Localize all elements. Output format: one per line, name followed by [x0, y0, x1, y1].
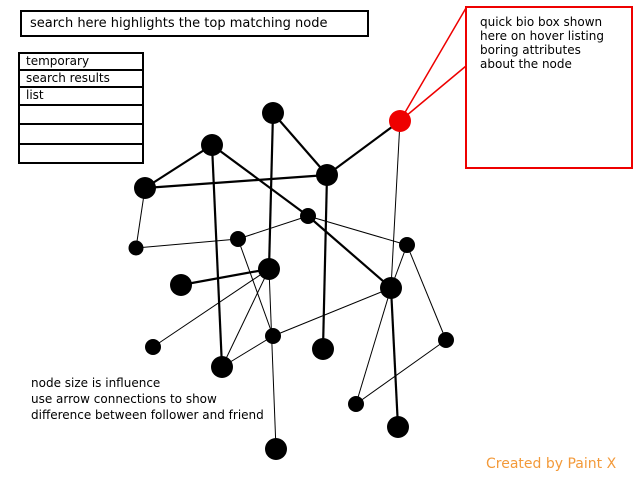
search-results-list[interactable]: temporary search results list [18, 52, 144, 164]
bio-box: quick bio box shown here on hover listin… [465, 6, 633, 169]
graph-node[interactable] [211, 356, 233, 378]
list-item-label: temporary [26, 54, 90, 68]
list-item[interactable]: search results [20, 71, 142, 88]
list-item[interactable]: list [20, 88, 142, 106]
graph-node[interactable] [265, 328, 281, 344]
callout-line [399, 7, 467, 122]
search-input-label: search here highlights the top matching … [30, 16, 328, 31]
graph-edge [272, 287, 392, 337]
graph-node[interactable] [300, 208, 316, 224]
list-item-label: search results [26, 71, 110, 85]
graph-node[interactable] [387, 416, 409, 438]
graph-node[interactable] [262, 102, 284, 124]
graph-edge [237, 238, 274, 337]
graph-edge [326, 120, 401, 176]
graph-edge [144, 144, 213, 189]
graph-node[interactable] [399, 237, 415, 253]
graph-node[interactable] [134, 177, 156, 199]
graph-edge [135, 238, 239, 249]
graph-edge [211, 144, 309, 217]
credit-text: Created by Paint X [486, 456, 617, 472]
list-item[interactable] [20, 125, 142, 145]
graph-edge [307, 215, 392, 289]
note-line: node size is influence [31, 376, 161, 390]
graph-node[interactable] [348, 396, 364, 412]
bio-line: quick bio box shown [480, 15, 603, 29]
graph-edge [355, 339, 447, 405]
bio-line: about the node [480, 57, 572, 71]
note-line: use arrow connections to show [31, 392, 217, 406]
thick-edges [144, 112, 401, 428]
highlighted-node[interactable] [389, 110, 411, 132]
callout-line [399, 65, 467, 122]
graph-node[interactable] [145, 339, 161, 355]
graph-edge [152, 268, 270, 348]
graph-node[interactable] [128, 240, 144, 256]
list-item[interactable]: temporary [20, 54, 142, 71]
graph-edge [237, 215, 309, 240]
list-item[interactable] [20, 145, 142, 162]
bio-line: boring attributes [480, 43, 581, 57]
graph-edge [268, 268, 277, 450]
graph-edge [389, 287, 400, 428]
bio-line: here on hover listing [480, 29, 604, 43]
graph-node[interactable] [265, 438, 287, 460]
graph-edge [307, 215, 408, 246]
graph-node[interactable] [316, 164, 338, 186]
graph-edge [144, 173, 328, 190]
graph-edge [390, 120, 401, 289]
thin-edges [135, 120, 447, 450]
graph-edge [180, 267, 270, 287]
graph-node[interactable] [201, 134, 223, 156]
graph-edge [321, 174, 329, 350]
list-item[interactable] [20, 106, 142, 125]
graph-edge [355, 287, 392, 405]
graph-node[interactable] [312, 338, 334, 360]
graph-node[interactable] [230, 231, 246, 247]
design-notes: node size is influence use arrow connect… [31, 375, 264, 423]
search-input[interactable]: search here highlights the top matching … [20, 10, 369, 37]
graph-edge [267, 112, 275, 270]
list-item-label: list [26, 88, 44, 102]
graph-edge [221, 268, 270, 368]
graph-node[interactable] [170, 274, 192, 296]
graph-edge [210, 144, 224, 368]
graph-node[interactable] [258, 258, 280, 280]
graph-nodes[interactable] [128, 102, 455, 460]
graph-node[interactable] [438, 332, 454, 348]
graph-edge [272, 112, 328, 176]
graph-edge [406, 244, 447, 341]
note-line: difference between follower and friend [31, 408, 264, 422]
graph-node[interactable] [380, 277, 402, 299]
